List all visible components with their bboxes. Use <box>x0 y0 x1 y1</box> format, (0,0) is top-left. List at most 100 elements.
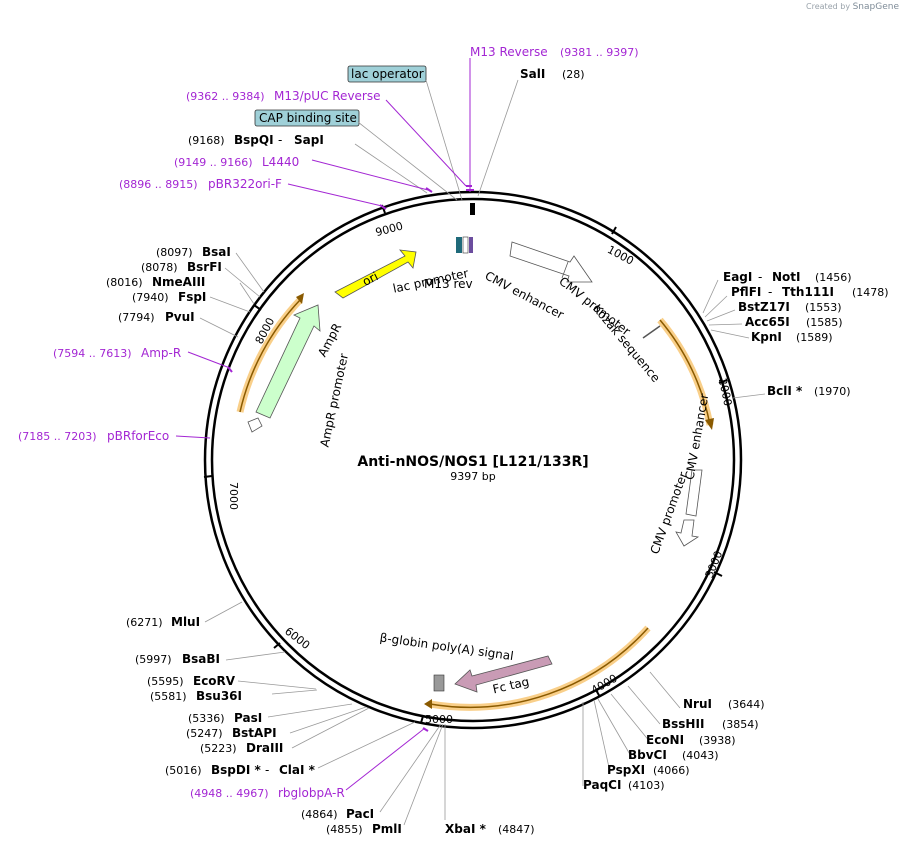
top-marker <box>470 203 475 215</box>
fc-tag-feature <box>454 655 553 693</box>
primer-l4440-pos: (9149 .. 9166) <box>174 156 253 169</box>
site-bspdi-sep: - <box>265 763 269 777</box>
site-pspxi-pos: (4066) <box>653 764 690 777</box>
primer-m13puc-name: M13/pUC Reverse <box>274 89 381 103</box>
site-pspxi-name: PspXI <box>607 763 645 777</box>
created-by-text: Created by <box>806 2 851 11</box>
plasmid-length: 9397 bp <box>450 470 495 483</box>
site-pmli-name: PmlI <box>372 822 402 836</box>
ampr-promoter-feature <box>247 417 263 433</box>
site-ecorv-name: EcoRV <box>193 674 236 688</box>
orf-highlights <box>236 293 714 711</box>
site-bstz17i-pos: (1553) <box>805 301 842 314</box>
site-econi-name: EcoNI <box>646 733 684 747</box>
site-pvui-pos: (7794) <box>118 311 155 324</box>
site-bspqi-name: BspQI <box>234 133 274 147</box>
kozak-label: Kozak sequence <box>590 302 663 385</box>
primer-pbrforeco-pos: (7185 .. 7203) <box>18 430 97 443</box>
site-bsabi-name: BsaBI <box>182 652 220 666</box>
site-bsai-pos: (8097) <box>156 246 193 259</box>
site-eagi-sep: - <box>758 270 762 284</box>
site-nmeaiii-name: NmeAIII <box>152 275 205 289</box>
site-sapi-name: SapI <box>294 133 324 147</box>
tick-6000: 6000 <box>282 625 312 652</box>
site-bspdi-name: BspDI * <box>211 763 261 777</box>
cap-site-label: CAP binding site <box>259 111 357 125</box>
site-noti-name: NotI <box>772 270 801 284</box>
site-sali-name: SalI <box>520 67 545 81</box>
site-kpni-pos: (1589) <box>796 331 833 344</box>
site-nrui-pos: (3644) <box>728 698 765 711</box>
primer-rbglobpa-name: rbglobpA-R <box>278 786 345 800</box>
site-clai-name: ClaI * <box>279 763 316 777</box>
cmv-enhancer-feature-2 <box>685 469 703 517</box>
m13-rev-label: M13 rev <box>424 277 473 291</box>
ori-feature <box>334 249 417 299</box>
site-bsrfi-pos: (8078) <box>141 261 178 274</box>
primer-ampr-name: Amp-R <box>141 346 181 360</box>
site-bstapi-pos: (5247) <box>186 727 223 740</box>
site-nmeaiii-pos: (8016) <box>106 276 143 289</box>
backbone-inner <box>210 197 736 723</box>
tick-2000: 2000 <box>716 377 735 407</box>
primer-ampr-pos: (7594 .. 7613) <box>53 347 132 360</box>
site-ecorv-pos: (5595) <box>147 675 184 688</box>
site-acc65i-name: Acc65I <box>745 315 790 329</box>
site-xbai-name: XbaI * <box>445 822 487 836</box>
cap-site-box <box>254 109 360 127</box>
site-draiii-pos: (5223) <box>200 742 237 755</box>
lac-promoter-mark <box>456 237 462 253</box>
plasmid-name: Anti-nNOS/NOS1 [L121/133R] <box>357 454 588 470</box>
site-bstz17i-name: BstZ17I <box>738 300 790 314</box>
site-bcli-pos: (1970) <box>814 385 851 398</box>
site-labels: SalI (28) (9168) BspQI - SapI EagI - Not… <box>106 67 889 836</box>
site-nrui-name: NruI <box>683 697 712 711</box>
site-bsshii-name: BssHII <box>662 717 704 731</box>
m13-rev-mark <box>469 237 473 253</box>
site-bsai-name: BsaI <box>202 245 231 259</box>
tick-5000: 5000 <box>425 713 453 726</box>
site-mlui-name: MluI <box>171 615 200 629</box>
site-paqci-pos: (4103) <box>628 779 665 792</box>
tick-1000: 1000 <box>605 243 636 268</box>
backbone-outer <box>203 190 743 730</box>
site-bsshii-pos: (3854) <box>722 718 759 731</box>
kozak-mark <box>642 325 661 339</box>
site-pasi-name: PasI <box>234 711 262 725</box>
lac-operator-mark <box>462 236 469 254</box>
tick-7000: 7000 <box>227 482 240 510</box>
site-acc65i-pos: (1585) <box>806 316 843 329</box>
site-pflfi-name: PflFI <box>731 285 761 299</box>
primer-lines <box>175 58 474 791</box>
bp-ticks: 1000 2000 3000 4000 5000 6000 7000 8000 … <box>203 204 735 726</box>
ori-label: ori <box>360 269 380 289</box>
primer-m13-reverse-name: M13 Reverse <box>470 45 548 59</box>
site-pvui-name: PvuI <box>165 310 195 324</box>
site-bsu36i-pos: (5581) <box>150 690 187 703</box>
site-xbai-pos: (4847) <box>498 823 535 836</box>
primer-pbr322ori-name: pBR322ori-F <box>208 177 282 191</box>
site-pasi-pos: (5336) <box>188 712 225 725</box>
site-sali-pos: (28) <box>562 68 585 81</box>
site-pmli-pos: (4855) <box>326 823 363 836</box>
site-eagi-pos: (1456) <box>815 271 852 284</box>
site-bbvci-pos: (4043) <box>682 749 719 762</box>
site-bstapi-name: BstAPI <box>232 726 277 740</box>
site-bsu36i-name: Bsu36I <box>196 689 242 703</box>
cmv-enhancer-feature <box>509 241 593 283</box>
site-fspi-name: FspI <box>178 290 206 304</box>
site-econi-pos: (3938) <box>699 734 736 747</box>
ampr-promoter-label: AmpR promoter <box>318 352 352 448</box>
site-kpni-name: KpnI <box>751 330 782 344</box>
primer-l4440-name: L4440 <box>262 155 299 169</box>
lac-operator-box <box>347 65 427 83</box>
site-bcli-name: BclI * <box>767 384 803 398</box>
ampr-feature <box>255 304 321 419</box>
primer-m13puc-pos: (9362 .. 9384) <box>186 90 265 103</box>
primer-rbglobpa-pos: (4948 .. 4967) <box>190 787 269 800</box>
site-bsabi-pos: (5997) <box>135 653 172 666</box>
leader-lines <box>199 79 766 826</box>
site-pflfi-pos: (1478) <box>852 286 889 299</box>
primer-m13-reverse-pos: (9381 .. 9397) <box>560 46 639 59</box>
